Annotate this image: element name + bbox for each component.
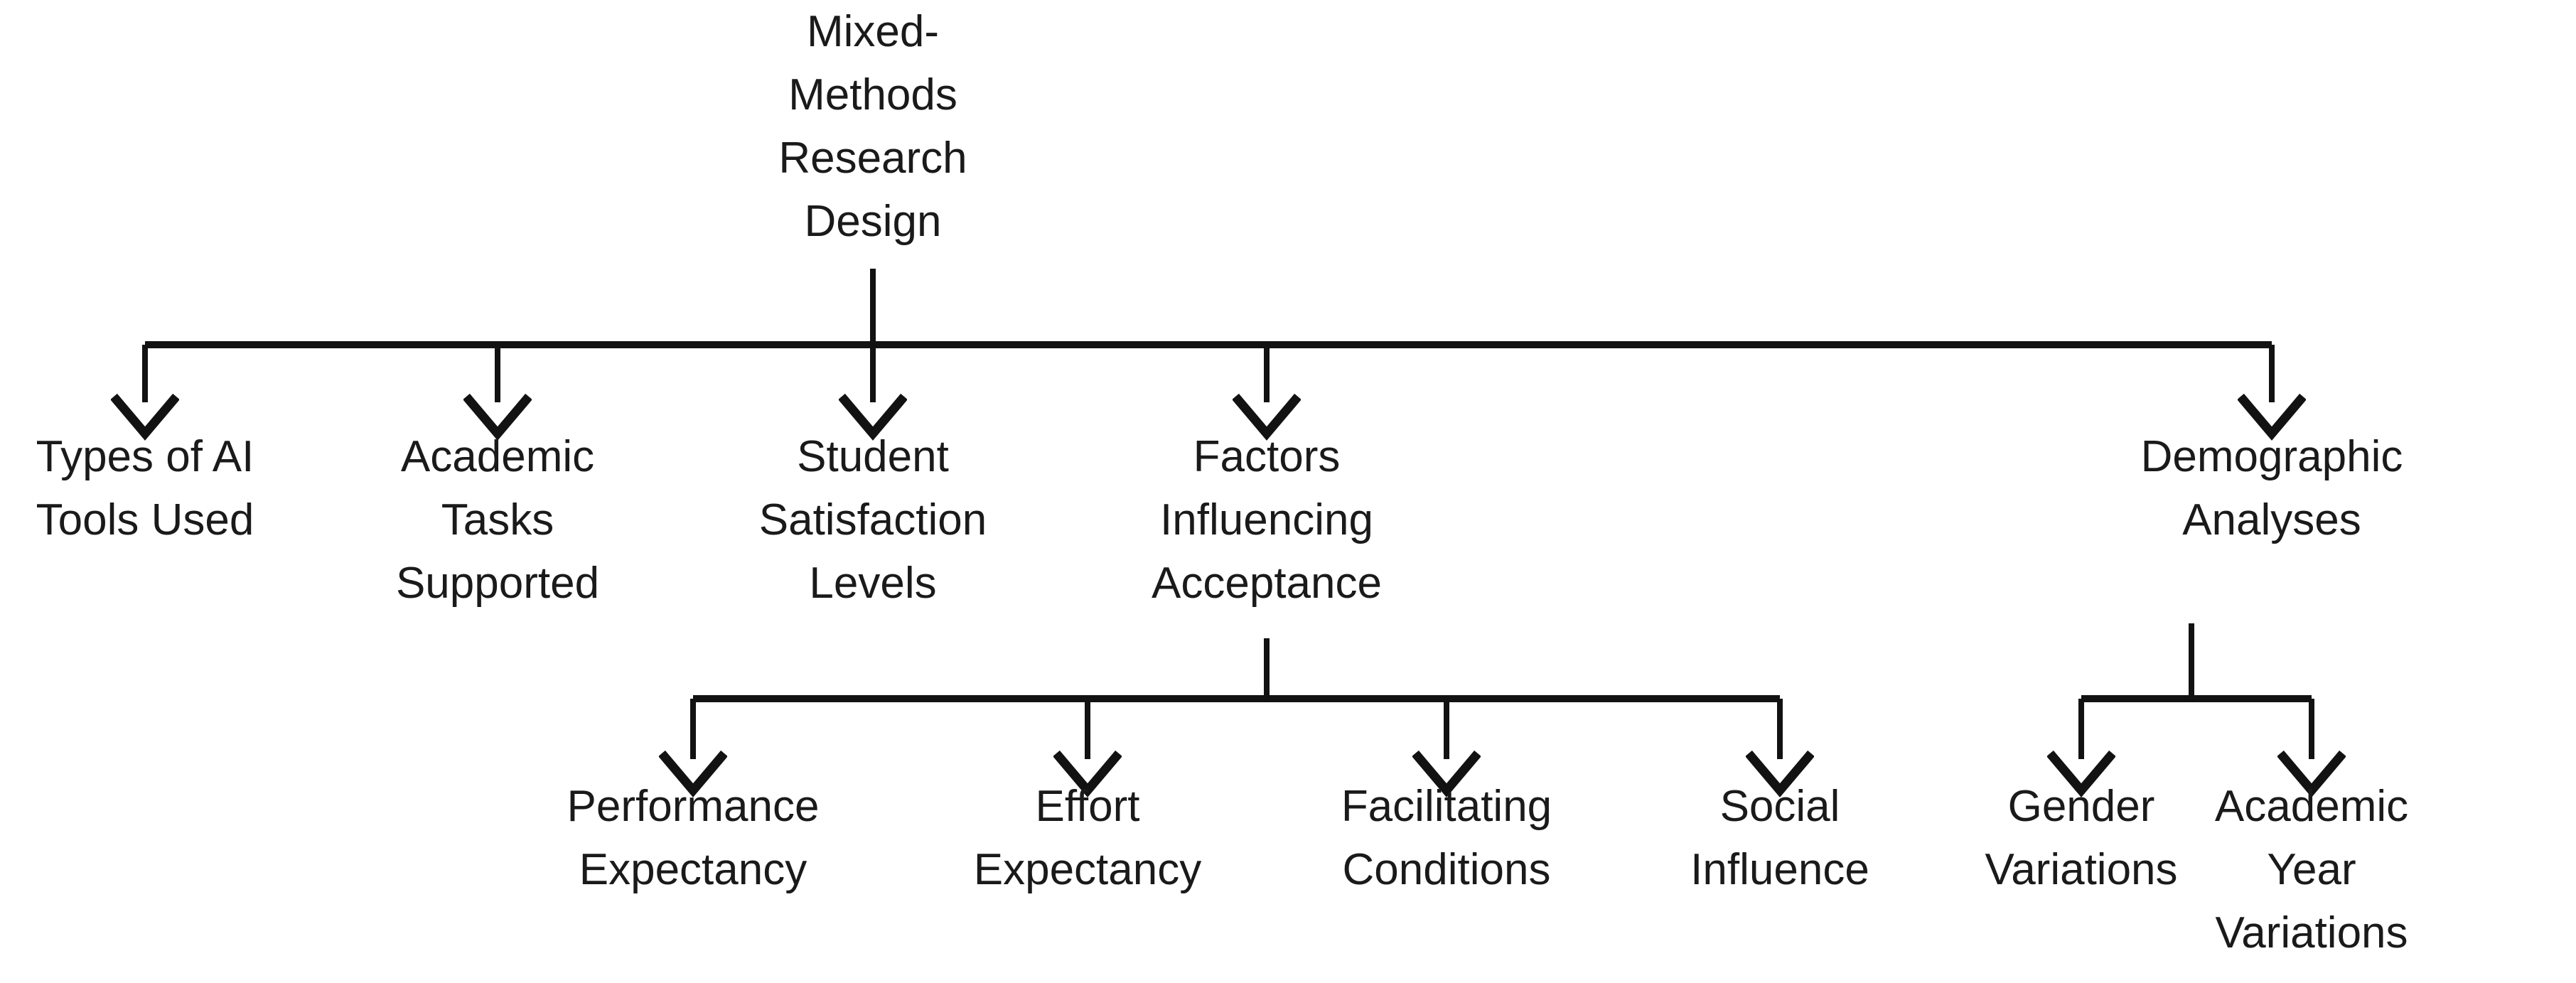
node-types-of-ai-tools-used: Types of AI Tools Used [36, 432, 254, 544]
node-academic-year-variations: Academic Year Variations [2214, 782, 2409, 957]
node-factors-influencing-acceptance: Factors Influencing Acceptance [1152, 432, 1382, 608]
node-academic-tasks-supported: Academic Tasks Supported [395, 432, 600, 608]
node-facilitating-conditions: Facilitating Conditions [1341, 782, 1552, 894]
node-gender-variations: Gender Variations [1985, 782, 2178, 894]
node-mixed-methods-research-design: Mixed- Methods Research Design [778, 7, 967, 246]
node-performance-expectancy: Performance Expectancy [567, 782, 820, 894]
node-social-influence: Social Influence [1690, 782, 1869, 894]
node-student-satisfaction-levels: Student Satisfaction Levels [758, 432, 987, 608]
node-effort-expectancy: Effort Expectancy [973, 782, 1202, 894]
node-demographic-analyses: Demographic Analyses [2140, 432, 2403, 544]
